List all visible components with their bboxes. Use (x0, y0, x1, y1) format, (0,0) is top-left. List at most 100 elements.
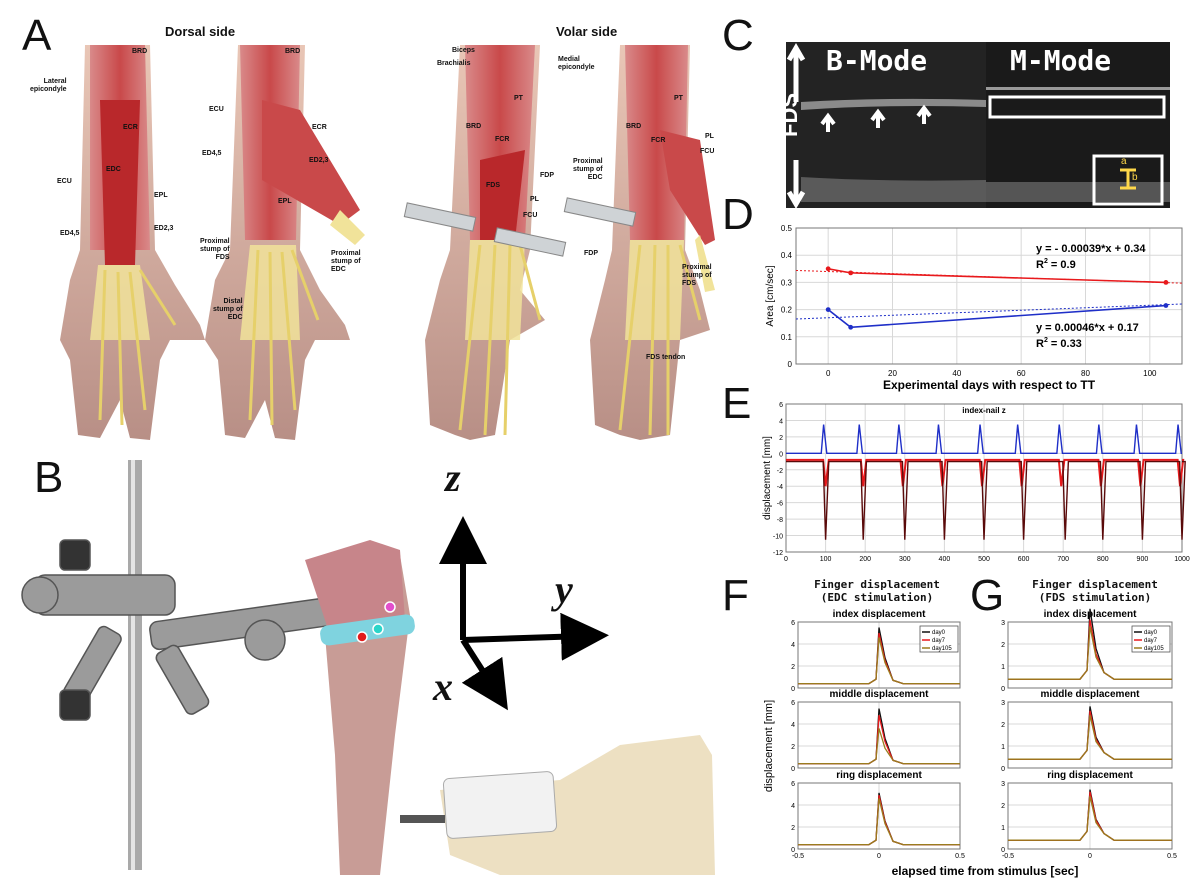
label-epl-2: EPL (278, 198, 292, 205)
e-series-line (786, 424, 1182, 455)
subplot-ytick-label: 0 (1001, 766, 1005, 773)
label-edc-1: EDC (106, 166, 121, 173)
label-fcu-1: FCU (523, 212, 538, 219)
legend-entry: day0 (932, 630, 946, 636)
label-fcu-2: FCU (700, 148, 715, 155)
subplot-ytick-label: 6 (791, 620, 795, 627)
d-fit-equation-red: y = - 0.00039*x + 0.34 (1036, 243, 1146, 255)
subplot-ytick-label: 3 (1001, 700, 1005, 707)
e-series-line (786, 458, 1185, 487)
e-ytick-label: -6 (777, 501, 783, 508)
label-ecr-1: ECR (123, 124, 138, 131)
d-data-point (825, 307, 831, 312)
subplot-ytick-label: 6 (791, 700, 795, 707)
subplot-title-f: index displacement (833, 609, 926, 620)
label-ecr-2: ECR (312, 124, 327, 131)
subplot-ytick-label: 0 (791, 686, 795, 693)
panel-label-g: G (970, 571, 1005, 620)
label-brachialis: Brachialis (437, 60, 471, 67)
subplot-frame (1007, 701, 1173, 769)
e-ytick-label: 0 (779, 451, 783, 458)
d-ytick-label: 0.4 (781, 251, 793, 260)
panel-label-c: C (722, 11, 754, 60)
d-data-point (848, 270, 854, 276)
label-ed23-2: ED2,3 (309, 157, 329, 164)
d-ytick-label: 0.5 (781, 224, 793, 233)
label-pl-2: PL (705, 133, 714, 140)
label-ed23-1: ED2,3 (154, 225, 174, 232)
charts-f-g-finger-displacement: index displacement6420day0day7day105midd… (763, 608, 1177, 878)
d-yaxis-label: Area [cm/sec] (765, 265, 776, 326)
label-pl-1: PL (530, 196, 539, 203)
volar-side-header: Volar side (556, 24, 618, 39)
d-fit-equation-blue: y = 0.00046*x + 0.17 (1036, 322, 1139, 334)
subplot-xtick-label: 0 (877, 853, 881, 860)
panel-label-d: D (722, 190, 754, 239)
subplot-ytick-label: 0 (1001, 847, 1005, 854)
legend-entry: day105 (1144, 646, 1164, 652)
subplot-xtick-label: 0.5 (955, 853, 965, 860)
forearm-dorsal-intact (60, 45, 205, 440)
mmode-label: M-Mode (1010, 44, 1112, 77)
subplot-ytick-label: 4 (791, 642, 795, 649)
d-ytick-label: 0 (788, 360, 793, 369)
subplot-xtick-label: 0.5 (1167, 853, 1177, 860)
subplot-ytick-label: 0 (791, 847, 795, 854)
e-ytick-label: -2 (777, 468, 783, 475)
label-proximal-stump-edc-1: Proximal stump of EDC (331, 250, 361, 273)
d-xtick-label: 100 (1143, 369, 1157, 378)
label-fcr-2: FCR (651, 137, 666, 144)
bmode-label: B-Mode (826, 44, 928, 77)
experimental-setup-photo (21, 460, 715, 875)
subplot-ytick-label: 2 (791, 664, 795, 671)
axis-label-y: y (555, 567, 573, 612)
forearm-illustrations (60, 45, 715, 440)
subplot-ytick-label: 2 (1001, 722, 1005, 729)
ultrasound-image (786, 42, 1170, 208)
label-ecu-2: ECU (209, 106, 224, 113)
e-ytick-label: -12 (773, 550, 783, 557)
subplot-ytick-label: 4 (791, 722, 795, 729)
d-series-line (828, 268, 1166, 284)
e-xtick-label: 300 (899, 556, 911, 563)
label-proximal-stump-fds-2: Proximal stump of FDS (682, 264, 712, 287)
subplot-xtick-label: 0 (1088, 853, 1092, 860)
e-xtick-label: 200 (859, 556, 871, 563)
inset-label-b: b (1132, 172, 1138, 183)
e-ytick-label: 6 (779, 402, 783, 409)
fg-xaxis-label: elapsed time from stimulus [sec] (892, 864, 1079, 878)
label-brd-4: BRD (626, 123, 642, 130)
d-xtick-label: 60 (1017, 369, 1026, 378)
e-xtick-label: 600 (1018, 556, 1030, 563)
d-data-point (1163, 280, 1169, 285)
d-data-point (1163, 303, 1169, 308)
subplot-title-f: ring displacement (836, 770, 922, 781)
label-fdp-2: FDP (584, 250, 598, 257)
d-ytick-label: 0.2 (781, 306, 793, 315)
fds-label: FDS (777, 93, 802, 137)
e-ytick-label: -8 (777, 517, 783, 524)
subplot-frame (797, 782, 961, 850)
d-trendline (795, 303, 1183, 320)
d-xtick-label: 40 (952, 369, 961, 378)
label-fdp-1: FDP (540, 172, 554, 179)
legend-entry: day7 (932, 638, 946, 644)
label-ed45-1: ED4,5 (60, 230, 80, 237)
e-xtick-label: 900 (1137, 556, 1149, 563)
subplot-ytick-label: 1 (1001, 744, 1005, 751)
label-ed45-2: ED4,5 (202, 150, 222, 157)
d-xtick-label: 0 (826, 369, 831, 378)
subplot-ytick-label: 2 (1001, 803, 1005, 810)
d-xtick-label: 80 (1081, 369, 1090, 378)
d-r2-red: R2 = 0.9 (1036, 258, 1076, 271)
forearm-volar-cut (563, 45, 715, 440)
subplot-frame (1007, 782, 1173, 850)
subplot-trace (798, 798, 960, 846)
subplot-ytick-label: 1 (1001, 664, 1005, 671)
panel-label-a: A (22, 11, 52, 60)
label-biceps: Biceps (452, 47, 475, 54)
subplot-xtick-label: -0.5 (1002, 853, 1014, 860)
subplot-frame (797, 701, 961, 769)
